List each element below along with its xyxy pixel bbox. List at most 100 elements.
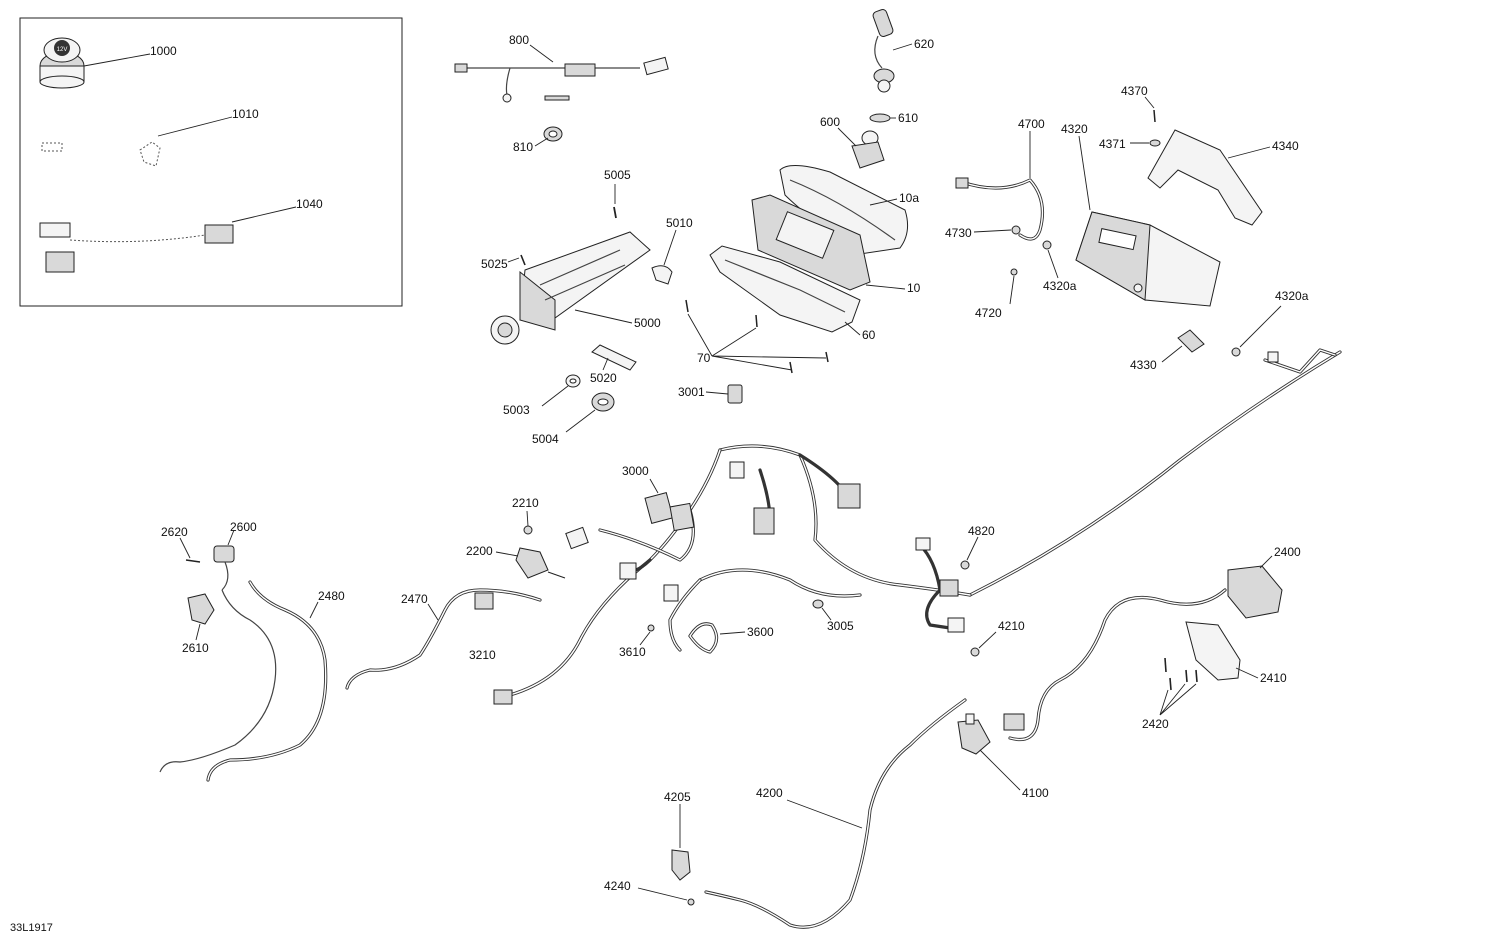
washer-5003-icon — [565, 374, 581, 388]
label-4200: 4200 — [756, 786, 783, 800]
grommet-3005-icon — [812, 599, 824, 609]
screw-4720-icon — [1010, 268, 1018, 276]
ground-cable-4700-icon — [955, 177, 1044, 241]
label-2200: 2200 — [466, 544, 493, 558]
label-5010: 5010 — [666, 216, 693, 230]
sensor-2610-icon — [187, 593, 215, 625]
bracket-5020-icon — [591, 344, 637, 371]
label-4210: 4210 — [998, 619, 1025, 633]
label-60: 60 — [862, 328, 876, 342]
fuse-box-5000-icon — [490, 231, 651, 345]
sensor-2200-icon — [515, 547, 566, 579]
label-4340: 4340 — [1272, 139, 1299, 153]
nut-4320a-2-icon — [1231, 347, 1241, 357]
12v-outlet-icon: 12V — [39, 37, 85, 89]
nut-3610-icon — [647, 624, 655, 632]
label-5005: 5005 — [604, 168, 631, 182]
label-2610: 2610 — [182, 641, 209, 655]
nut-4730-icon — [1011, 225, 1021, 235]
harness-2470-icon — [345, 588, 542, 690]
label-4820: 4820 — [968, 524, 995, 538]
sensor-2600-icon — [213, 545, 235, 591]
control-module-2400-icon — [1003, 565, 1283, 742]
label-4320a-right: 4320a — [1275, 289, 1309, 303]
label-3610: 3610 — [619, 645, 646, 659]
diagram-reference-code: 33L1917 — [10, 922, 53, 934]
label-5004: 5004 — [532, 432, 559, 446]
harness-800-icon — [454, 56, 669, 103]
label-2420: 2420 — [1142, 717, 1169, 731]
screws-2420-icon — [1164, 657, 1198, 691]
label-4320a-top: 4320a — [1043, 279, 1077, 293]
screw-2620-icon — [185, 559, 201, 563]
label-3210: 3210 — [469, 648, 496, 662]
label-1040: 1040 — [296, 197, 323, 211]
screw-70-icon — [685, 299, 829, 374]
label-610: 610 — [898, 111, 918, 125]
label-4240: 4240 — [604, 879, 631, 893]
main-harness-3000-icon — [493, 348, 1342, 705]
harness-2480-icon — [159, 580, 328, 782]
label-600: 600 — [820, 115, 840, 129]
label-4371: 4371 — [1099, 137, 1126, 151]
label-620: 620 — [914, 37, 934, 51]
label-3005: 3005 — [827, 619, 854, 633]
washer-4371-icon — [1149, 139, 1161, 147]
ignition-switch-600-icon — [851, 130, 885, 169]
clip-icon — [41, 141, 161, 167]
nut-4820-icon — [960, 560, 970, 570]
label-1010: 1010 — [232, 107, 259, 121]
label-5020: 5020 — [590, 371, 617, 385]
label-5003: 5003 — [503, 403, 530, 417]
label-3001: 3001 — [678, 385, 705, 399]
grommet-5004-icon — [591, 392, 615, 412]
label-3000: 3000 — [622, 464, 649, 478]
module-bracket-2410-icon — [1185, 621, 1241, 681]
label-2470: 2470 — [401, 592, 428, 606]
label-3600: 3600 — [747, 625, 774, 639]
relay-3001-icon — [727, 384, 743, 404]
label-810: 810 — [513, 140, 533, 154]
label-2600: 2600 — [230, 520, 257, 534]
label-4320: 4320 — [1061, 122, 1088, 136]
label-4100: 4100 — [1022, 786, 1049, 800]
label-4205: 4205 — [664, 790, 691, 804]
cover-5010-icon — [651, 265, 673, 285]
outlet-voltage-text: 12V — [57, 47, 68, 53]
screw-4370-icon — [1153, 109, 1156, 123]
label-10: 10 — [907, 281, 921, 295]
sensor-3600-icon — [688, 622, 719, 654]
label-4330: 4330 — [1130, 358, 1157, 372]
screw-5025-icon — [520, 254, 526, 266]
nut-4320a-icon — [1042, 240, 1052, 250]
label-2410: 2410 — [1260, 671, 1287, 685]
starter-solenoid-4100-icon — [957, 713, 991, 755]
label-2620: 2620 — [161, 525, 188, 539]
label-2480: 2480 — [318, 589, 345, 603]
nut-610-icon — [869, 113, 891, 123]
gauge-cluster-10-icon — [751, 194, 871, 291]
label-5000: 5000 — [634, 316, 661, 330]
label-4370: 4370 — [1121, 84, 1148, 98]
label-4720: 4720 — [975, 306, 1002, 320]
accessory-inset: 12V 1000 1010 1040 — [19, 17, 403, 307]
cluster-bracket-60-icon — [709, 245, 861, 333]
label-10a: 10a — [899, 191, 919, 205]
label-70: 70 — [697, 351, 711, 365]
battery-cable-4200-icon — [704, 698, 967, 929]
key-620-icon — [872, 9, 895, 93]
label-800: 800 — [509, 33, 529, 47]
label-4730: 4730 — [945, 226, 972, 240]
cable-end-4205-icon — [671, 849, 691, 881]
terminal-cover-4330-icon — [1177, 329, 1205, 353]
nut-4210-icon — [970, 647, 980, 657]
label-2210: 2210 — [512, 496, 539, 510]
label-4700: 4700 — [1018, 117, 1045, 131]
battery-4320-icon — [1075, 211, 1221, 307]
jumper-connector-icon — [39, 222, 234, 273]
label-5025: 5025 — [481, 257, 508, 271]
screw-5005-icon — [613, 206, 617, 219]
label-1000: 1000 — [150, 44, 177, 58]
battery-bracket-4340-icon — [1147, 129, 1263, 226]
